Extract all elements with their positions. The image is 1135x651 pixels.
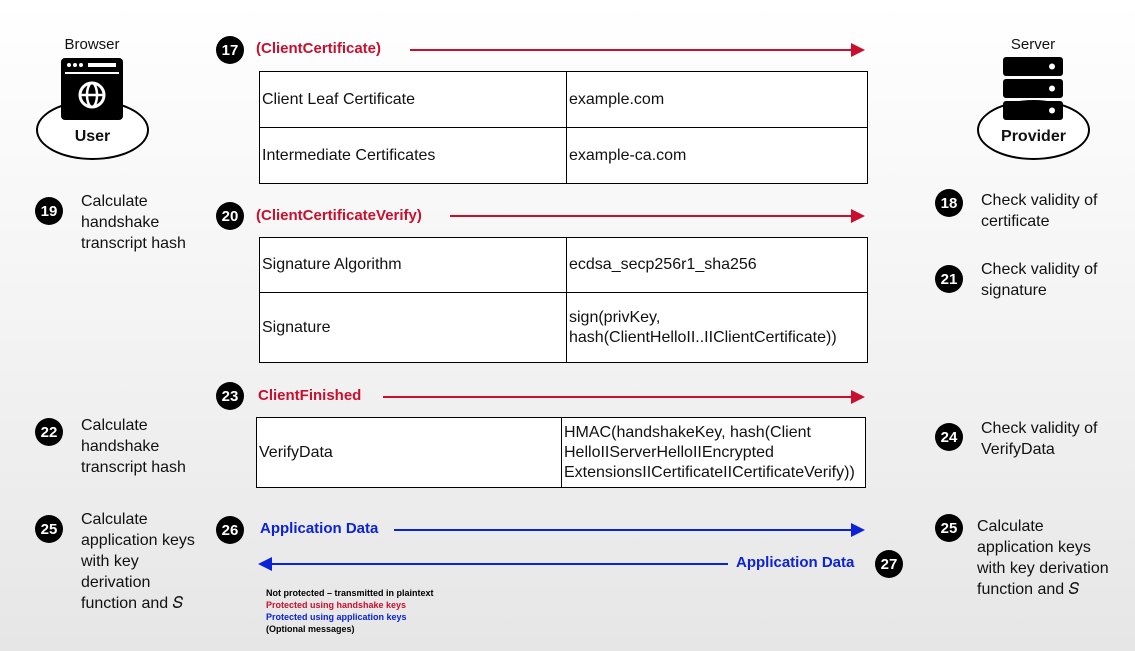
arrow-application-data-in	[258, 557, 728, 571]
arrow-application-data-out	[394, 523, 865, 537]
table-cell: example.com	[566, 71, 868, 128]
client-step-19-text: Calculate handshake transcript hash	[81, 193, 186, 252]
step-badge-20: 20	[216, 202, 244, 230]
table-cell: ecdsa_secp256r1_sha256	[566, 237, 868, 293]
table-cell: Signature	[259, 292, 567, 363]
client-step-25-text: Calculate application keys with key deri…	[81, 511, 195, 612]
server-step-24-text: Check validity of VerifyData	[981, 420, 1098, 458]
server-step-21-text: Check validity of signature	[981, 261, 1098, 299]
legend-item-application: Protected using application keys	[266, 612, 407, 622]
server-label: Server	[1010, 36, 1056, 53]
message-label-application-data-out: Application Data	[260, 520, 379, 537]
provider-label: Provider	[1001, 128, 1066, 145]
server-step-25-text: Calculate application keys with key deri…	[977, 518, 1109, 598]
step-badge-21: 21	[935, 265, 963, 293]
client-finished-table: VerifyData HMAC(handshakeKey, hash(Clien…	[256, 417, 866, 488]
table-row: Signature Algorithm ecdsa_secp256r1_sha2…	[259, 237, 868, 293]
legend-item-plaintext: Not protected – transmitted in plaintext	[266, 588, 434, 598]
message-label-application-data-in: Application Data	[736, 554, 855, 571]
table-cell: Intermediate Certificates	[259, 127, 567, 184]
step-badge-27: 27	[875, 550, 903, 578]
table-cell: Signature Algorithm	[259, 237, 567, 293]
table-cell: example-ca.com	[566, 127, 868, 184]
user-label: User	[74, 128, 111, 145]
server-step-18-text: Check validity of certificate	[981, 192, 1098, 230]
table-row: Client Leaf Certificate example.com	[259, 71, 868, 128]
step-badge-25-client: 25	[35, 515, 63, 543]
step-badge-23: 23	[216, 382, 244, 410]
server-icon	[1003, 57, 1063, 120]
message-label-client-finished: ClientFinished	[258, 387, 362, 404]
table-cell: Client Leaf Certificate	[259, 71, 567, 128]
client-certificate-table: Client Leaf Certificate example.com Inte…	[259, 71, 868, 184]
arrow-client-finished	[383, 390, 865, 404]
legend-item-optional: (Optional messages)	[266, 624, 355, 634]
table-row: Signature sign(privKey, hash(ClientHello…	[259, 292, 868, 363]
browser-label: Browser	[64, 36, 120, 53]
message-label-client-certificate: (ClientCertificate)	[256, 40, 382, 57]
step-badge-24: 24	[935, 423, 963, 451]
legend: Not protected – transmitted in plaintext…	[266, 587, 434, 635]
client-certificate-verify-table: Signature Algorithm ecdsa_secp256r1_sha2…	[259, 237, 868, 363]
browser-icon	[61, 58, 123, 120]
message-label-client-certificate-verify: (ClientCertificateVerify)	[256, 207, 422, 224]
step-badge-26: 26	[216, 516, 244, 544]
arrow-client-certificate	[410, 43, 865, 57]
step-badge-19: 19	[35, 197, 63, 225]
arrow-client-certificate-verify	[450, 209, 865, 223]
step-badge-25-server: 25	[935, 514, 963, 542]
table-row: VerifyData HMAC(handshakeKey, hash(Clien…	[256, 417, 866, 488]
step-badge-22: 22	[35, 418, 63, 446]
table-cell: sign(privKey, hash(ClientHelloII..IIClie…	[566, 292, 868, 363]
table-row: Intermediate Certificates example-ca.com	[259, 127, 868, 184]
table-cell: HMAC(handshakeKey, hash(Client HelloIISe…	[561, 417, 866, 488]
legend-item-handshake: Protected using handshake keys	[266, 600, 407, 610]
client-step-22-text: Calculate handshake transcript hash	[81, 417, 186, 476]
step-badge-18: 18	[935, 189, 963, 217]
step-badge-17: 17	[216, 36, 244, 64]
table-cell: VerifyData	[256, 417, 562, 488]
